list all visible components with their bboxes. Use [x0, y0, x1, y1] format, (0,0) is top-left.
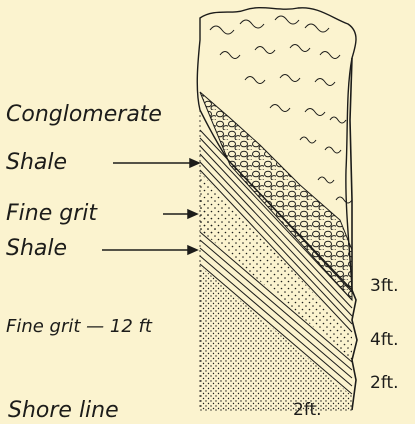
thickness-2ft-bottom: 2ft.: [293, 402, 322, 419]
shore-line-label: Shore line: [8, 400, 119, 422]
thickness-4ft: 4ft.: [370, 332, 399, 349]
conglomerate-label: Conglomerate: [6, 104, 162, 126]
shale-upper-label: Shale: [6, 152, 67, 174]
label-arrows: [102, 159, 199, 254]
thickness-3ft: 3ft.: [370, 278, 399, 295]
fine-grit-lower-label: Fine grit — 12 ft: [6, 318, 152, 336]
shale-lower-label: Shale: [6, 238, 67, 260]
thickness-2ft-right: 2ft.: [370, 375, 399, 392]
fine-grit-upper-label: Fine grit: [6, 203, 97, 225]
